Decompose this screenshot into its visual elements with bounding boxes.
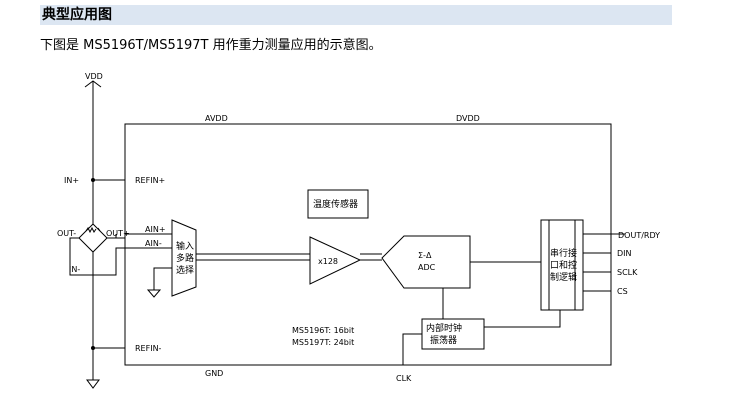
pin-sclk: SCLK [617, 268, 638, 277]
pin-dout-rdy: DOUT/RDY [618, 231, 660, 240]
serial-line-1: 串行接 [550, 247, 577, 259]
serial-interface [540, 219, 584, 311]
label-gnd: GND [205, 369, 223, 378]
serial-line-3: 制逻辑 [550, 271, 577, 283]
label-vdd: VDD [85, 72, 103, 81]
adc-label-2: ADC [418, 263, 436, 272]
amplifier [309, 236, 362, 285]
mux-line-2: 多路 [176, 252, 194, 264]
serial-line-2: 口和控 [550, 259, 577, 271]
label-clk: CLK [396, 374, 412, 383]
osc-line-2: 振荡器 [430, 334, 457, 346]
label-refin-plus: REFIN+ [135, 176, 165, 185]
label-in-plus: IN+ [64, 176, 79, 185]
ground-symbol [86, 379, 100, 389]
temperature-sensor [307, 189, 369, 219]
label-avdd: AVDD [205, 114, 228, 123]
label-ain-plus: AIN+ [145, 225, 166, 234]
bridge-sensor [78, 223, 108, 253]
mux-line-1: 输入 [176, 240, 194, 252]
intro-text: 下图是 MS5196T/MS5197T 用作重力测量应用的示意图。 [40, 38, 382, 53]
resolution-5196t: MS5196T: 16bit [292, 326, 354, 335]
chip-outline [124, 123, 612, 366]
pin-cs: CS [617, 287, 628, 296]
label-out-minus: OUT- [57, 229, 76, 238]
section-heading: 典型应用图 [40, 5, 672, 25]
osc-line-1: 内部时钟 [426, 322, 462, 334]
label-dvdd: DVDD [456, 114, 480, 123]
sigma-delta-adc [381, 235, 471, 289]
amp-gain-label: x128 [318, 257, 338, 266]
mux-line-3: 选择 [176, 264, 194, 276]
input-mux [171, 219, 197, 297]
label-in-minus: IN- [69, 265, 80, 274]
pin-din: DIN [617, 249, 632, 258]
resolution-5197t: MS5197T: 24bit [292, 338, 354, 347]
label-ain-minus: AIN- [145, 239, 162, 248]
label-refin-minus: REFIN- [135, 344, 162, 353]
adc-label-1: Σ-Δ [418, 251, 432, 260]
temp-sensor-label: 温度传感器 [313, 198, 358, 210]
label-out-plus: OUT+ [106, 229, 130, 238]
